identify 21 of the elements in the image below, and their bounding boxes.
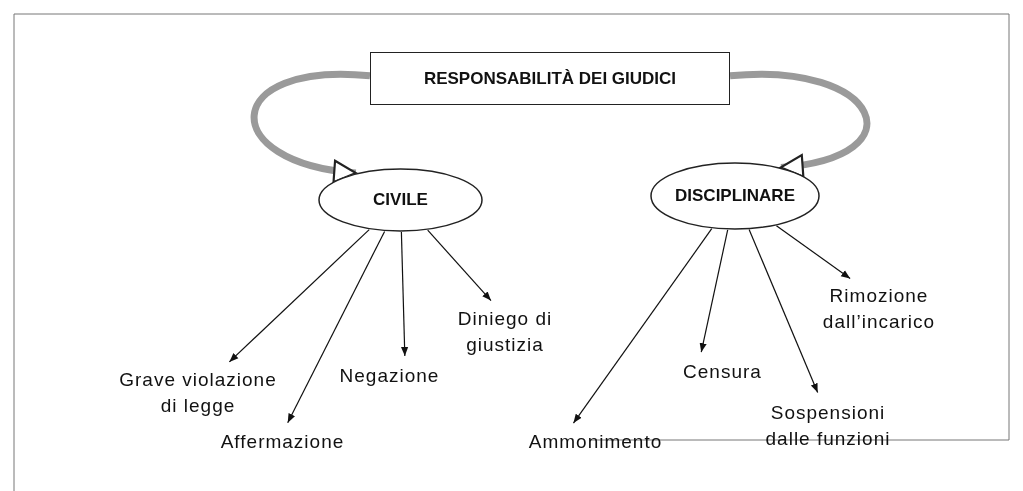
title-box: RESPONSABILITÀ DEI GIUDICI: [370, 52, 730, 105]
arrow: [228, 229, 370, 363]
category-ellipse: CIVILE: [318, 168, 483, 232]
arrow: [572, 228, 713, 424]
curved-arrow: [729, 70, 871, 177]
curved-arrow: [250, 71, 371, 182]
category-ellipse: DISCIPLINARE: [650, 162, 820, 230]
item-label: Censura: [683, 360, 762, 384]
item-label: Ammonimento: [528, 430, 663, 454]
item-label: Grave violazione di legge: [118, 368, 278, 418]
arrow: [400, 231, 409, 357]
arrow: [287, 230, 386, 424]
arrow: [427, 229, 492, 302]
item-label: Rimozione dall’incarico: [821, 284, 937, 334]
arrow: [699, 229, 729, 353]
item-label: Diniego di giustizia: [456, 307, 554, 357]
arrow: [748, 228, 819, 394]
item-label: Negazione: [339, 364, 440, 388]
item-label: Affermazione: [220, 430, 345, 454]
arrow: [775, 225, 851, 280]
item-label: Sospensioni dalle funzioni: [764, 401, 892, 451]
